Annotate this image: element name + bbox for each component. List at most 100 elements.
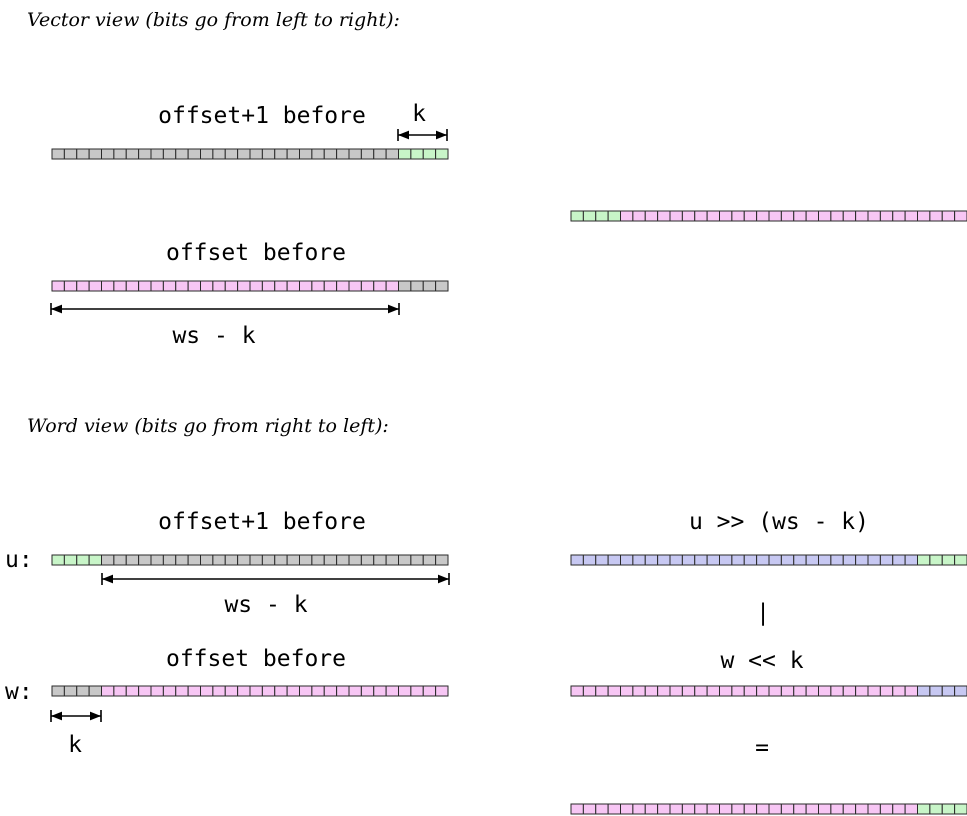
bit-cell-gray	[323, 148, 338, 160]
bit-cell-gray	[237, 148, 251, 160]
bit-cell-blue	[570, 554, 584, 566]
bit-cell-pink	[904, 803, 918, 815]
w-shift-label: w << k	[720, 648, 803, 674]
bit-cell-pink	[274, 685, 288, 697]
bit-cell-gray	[51, 148, 65, 160]
bit-cell-gray	[435, 280, 449, 292]
bit-cell-pink	[830, 210, 844, 222]
bit-cell-pink	[879, 685, 894, 697]
bit-cell-blue	[818, 554, 832, 566]
bit-cell-pink	[780, 685, 795, 697]
bit-cell-blue	[743, 554, 758, 566]
bit-cell-green	[917, 554, 931, 566]
bit-cell-gray	[261, 554, 276, 566]
bit-cell-pink	[187, 280, 201, 292]
vector-k-label: k	[412, 101, 426, 127]
bit-cell-pink	[200, 685, 214, 697]
vector-offset1-label: offset+1 before	[158, 103, 366, 129]
bit-cell-gray	[187, 554, 201, 566]
result-bits	[570, 803, 967, 815]
vector-ws-k-arrow	[50, 303, 400, 315]
vector-view-heading: Vector view (bits go from left to right)…	[27, 9, 400, 31]
bit-cell-pink	[360, 280, 375, 292]
bit-cell-pink	[299, 685, 313, 697]
bit-cell-gray	[249, 554, 263, 566]
bit-cell-pink	[348, 280, 362, 292]
bit-cell-gray	[101, 148, 115, 160]
vector-offset-bits	[51, 280, 449, 292]
bit-cell-gray	[398, 554, 412, 566]
bit-cell-pink	[657, 210, 671, 222]
bit-cell-pink	[323, 685, 338, 697]
bit-cell-blue	[756, 554, 770, 566]
bit-cell-blue	[954, 685, 967, 697]
bit-cell-pink	[63, 280, 78, 292]
u-shifted-bits	[570, 554, 967, 566]
bit-cell-pink	[88, 280, 102, 292]
bit-cell-pink	[694, 685, 708, 697]
bit-cell-gray	[76, 685, 90, 697]
bit-cell-gray	[360, 554, 375, 566]
bit-cell-pink	[570, 803, 584, 815]
bit-cell-gray	[88, 685, 102, 697]
bit-cell-pink	[51, 280, 65, 292]
bit-cell-gray	[373, 148, 387, 160]
vector-ws-k-label: ws - k	[172, 323, 255, 349]
bit-cell-gray	[63, 685, 78, 697]
bit-cell-green	[917, 803, 931, 815]
word-u-bits	[51, 554, 449, 566]
bit-cell-pink	[632, 685, 646, 697]
bit-cell-green	[941, 803, 956, 815]
bit-cell-pink	[867, 210, 881, 222]
bit-cell-gray	[261, 148, 276, 160]
bit-cell-blue	[805, 554, 819, 566]
bit-cell-gray	[175, 148, 189, 160]
bit-cell-blue	[607, 554, 621, 566]
word-w-bits	[51, 685, 449, 697]
bit-cell-pink	[719, 210, 733, 222]
bit-cell-pink	[125, 685, 140, 697]
bit-cell-gray	[323, 554, 338, 566]
bit-cell-pink	[373, 685, 387, 697]
bit-cell-pink	[261, 280, 276, 292]
bit-cell-blue	[731, 554, 745, 566]
bit-cell-pink	[805, 803, 819, 815]
bit-cell-pink	[595, 685, 609, 697]
bit-cell-blue	[706, 554, 720, 566]
bit-cell-pink	[842, 210, 857, 222]
bit-cell-pink	[743, 685, 758, 697]
bit-cell-pink	[373, 280, 387, 292]
bit-cell-blue	[793, 554, 807, 566]
bit-cell-gray	[101, 554, 115, 566]
bit-cell-pink	[768, 803, 782, 815]
bit-cell-pink	[249, 280, 263, 292]
bit-cell-pink	[917, 210, 931, 222]
bit-cell-gray	[113, 554, 127, 566]
bit-cell-pink	[607, 685, 621, 697]
bit-cell-gray	[311, 554, 325, 566]
bit-cell-pink	[793, 803, 807, 815]
bit-cell-pink	[620, 210, 634, 222]
bit-cell-pink	[644, 803, 659, 815]
bit-cell-pink	[756, 803, 770, 815]
bit-cell-pink	[855, 685, 869, 697]
bit-cell-pink	[101, 685, 115, 697]
bit-cell-pink	[435, 685, 449, 697]
bit-cell-pink	[212, 685, 226, 697]
bit-cell-gray	[51, 685, 65, 697]
bit-cell-pink	[867, 685, 881, 697]
bit-cell-pink	[929, 210, 943, 222]
bit-cell-gray	[249, 148, 263, 160]
bit-cell-blue	[929, 685, 943, 697]
bit-cell-pink	[286, 685, 300, 697]
bit-cell-green	[410, 148, 424, 160]
bit-cell-gray	[224, 554, 239, 566]
bit-cell-pink	[162, 685, 177, 697]
word-offset-label: offset before	[166, 646, 346, 672]
bit-cell-pink	[162, 280, 177, 292]
bit-cell-pink	[274, 280, 288, 292]
bit-cell-pink	[768, 210, 782, 222]
bit-cell-pink	[681, 210, 696, 222]
bit-cell-green	[398, 148, 412, 160]
bit-cell-pink	[620, 803, 634, 815]
